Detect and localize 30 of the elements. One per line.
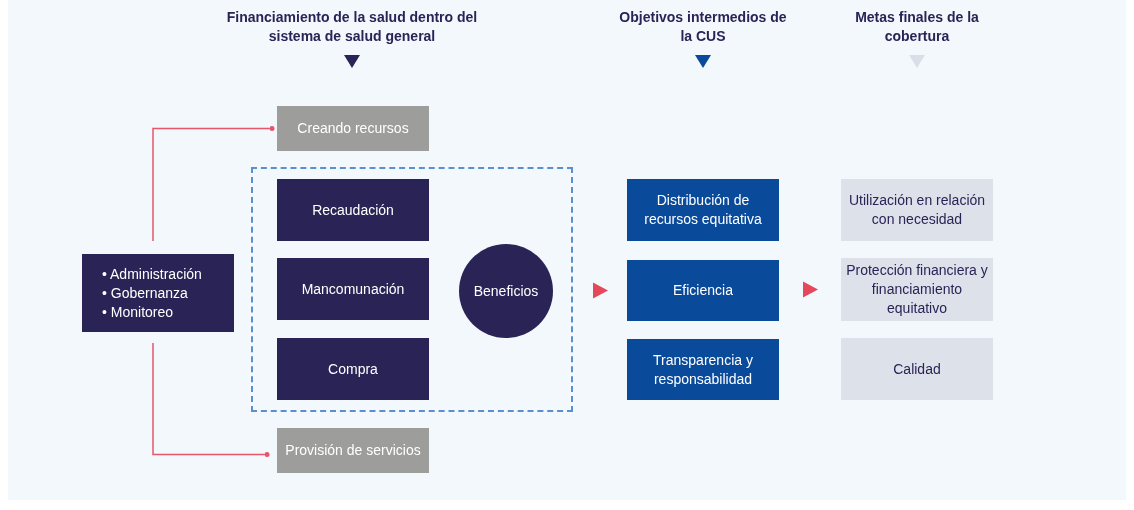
node-text: Mancomunación: [301, 279, 405, 299]
process-box: [277, 428, 429, 473]
dashed-group-box: [251, 167, 573, 412]
process-box: [627, 260, 779, 321]
node-text: Distribución de recursos equitativa: [643, 191, 763, 229]
arrow: [593, 282, 608, 299]
node-text: • Monitoreo: [102, 302, 174, 322]
column-heading: Objetivos intermedios de la CUS: [618, 8, 788, 46]
node-text: Recaudación: [312, 200, 394, 220]
node-text: Eficiencia: [673, 281, 733, 300]
node-text: Transparencia y responsabilidad: [652, 350, 754, 389]
process-box: [277, 258, 429, 320]
process-box: [277, 338, 429, 400]
node-text: Provisión de servicios: [285, 441, 421, 460]
node-text: • Gobernanza: [102, 283, 188, 303]
process-box: [627, 339, 779, 400]
node-text: Protección financiera y financiamiento equitativo: [845, 261, 989, 318]
arrow: [803, 281, 818, 298]
process-box: [627, 179, 779, 241]
column-heading: Financiamiento de la salud dentro del sistema de salud general: [225, 8, 479, 46]
list-box: [82, 254, 234, 332]
column-heading: Metas finales de la cobertura: [854, 8, 980, 46]
node-text: Calidad: [893, 359, 941, 379]
node-text: Creando recursos: [297, 119, 409, 138]
node-text: Beneficios: [473, 281, 539, 301]
node-text: Compra: [328, 359, 378, 379]
node-text: Utilización en relación con necesidad: [847, 191, 987, 229]
process-box: [277, 106, 429, 151]
node-text: • Administración: [102, 264, 202, 284]
process-box: [277, 179, 429, 241]
